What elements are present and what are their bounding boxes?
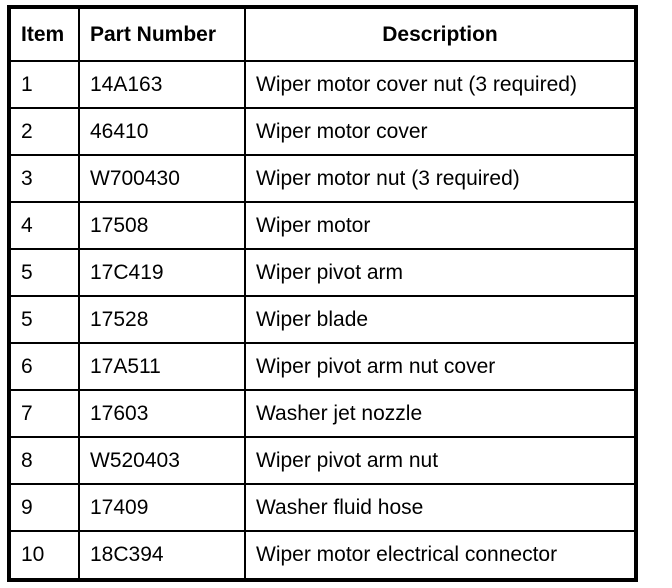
cell-description: Wiper motor cover nut (3 required) xyxy=(245,61,634,109)
cell-description: Washer fluid hose xyxy=(245,484,634,532)
column-header-description: Description xyxy=(245,9,634,62)
cell-description: Wiper motor cover xyxy=(245,108,634,156)
table-header-row: Item Part Number Description xyxy=(11,9,634,62)
cell-part-number: 17603 xyxy=(79,390,246,438)
cell-description: Wiper motor nut (3 required) xyxy=(245,155,634,203)
cell-item: 4 xyxy=(11,202,80,250)
cell-part-number: 17508 xyxy=(79,202,246,250)
cell-item: 7 xyxy=(11,390,80,438)
cell-description: Wiper motor electrical connector xyxy=(256,543,558,567)
cell-item: 10 xyxy=(11,531,80,578)
cell-part-number: 17528 xyxy=(79,296,246,344)
cell-part-number: 17409 xyxy=(79,484,246,532)
cell-item: 1 xyxy=(11,61,80,109)
cell-part-number: 18C394 xyxy=(79,531,246,578)
cell-item: 2 xyxy=(11,108,80,156)
cell-item: 5 xyxy=(11,296,80,344)
cell-part-number: 14A163 xyxy=(79,61,246,109)
cell-part-number: W520403 xyxy=(79,437,246,485)
cell-description: Wiper blade xyxy=(245,296,634,344)
cell-part-number: 17C419 xyxy=(79,249,246,297)
column-header-part-number: Part Number xyxy=(79,9,246,62)
column-header-item: Item xyxy=(11,9,80,62)
cell-item: 9 xyxy=(11,484,80,532)
cell-item: 5 xyxy=(11,249,80,297)
cell-description: Wiper pivot arm nut xyxy=(245,437,634,485)
cell-description: Wiper pivot arm xyxy=(245,249,634,297)
table-header: Item Part Number Description xyxy=(11,9,634,62)
cell-item: 6 xyxy=(11,343,80,391)
cell-description: Wiper motor xyxy=(245,202,634,250)
cell-item: 8 xyxy=(11,437,80,485)
cell-item: 3 xyxy=(11,155,80,203)
cell-description: Wiper pivot arm nut cover xyxy=(245,343,634,391)
cell-part-number: W700430 xyxy=(79,155,246,203)
cell-part-number: 46410 xyxy=(79,108,246,156)
cell-part-number: 17A511 xyxy=(79,343,246,391)
cell-description: Washer jet nozzle xyxy=(245,390,634,438)
